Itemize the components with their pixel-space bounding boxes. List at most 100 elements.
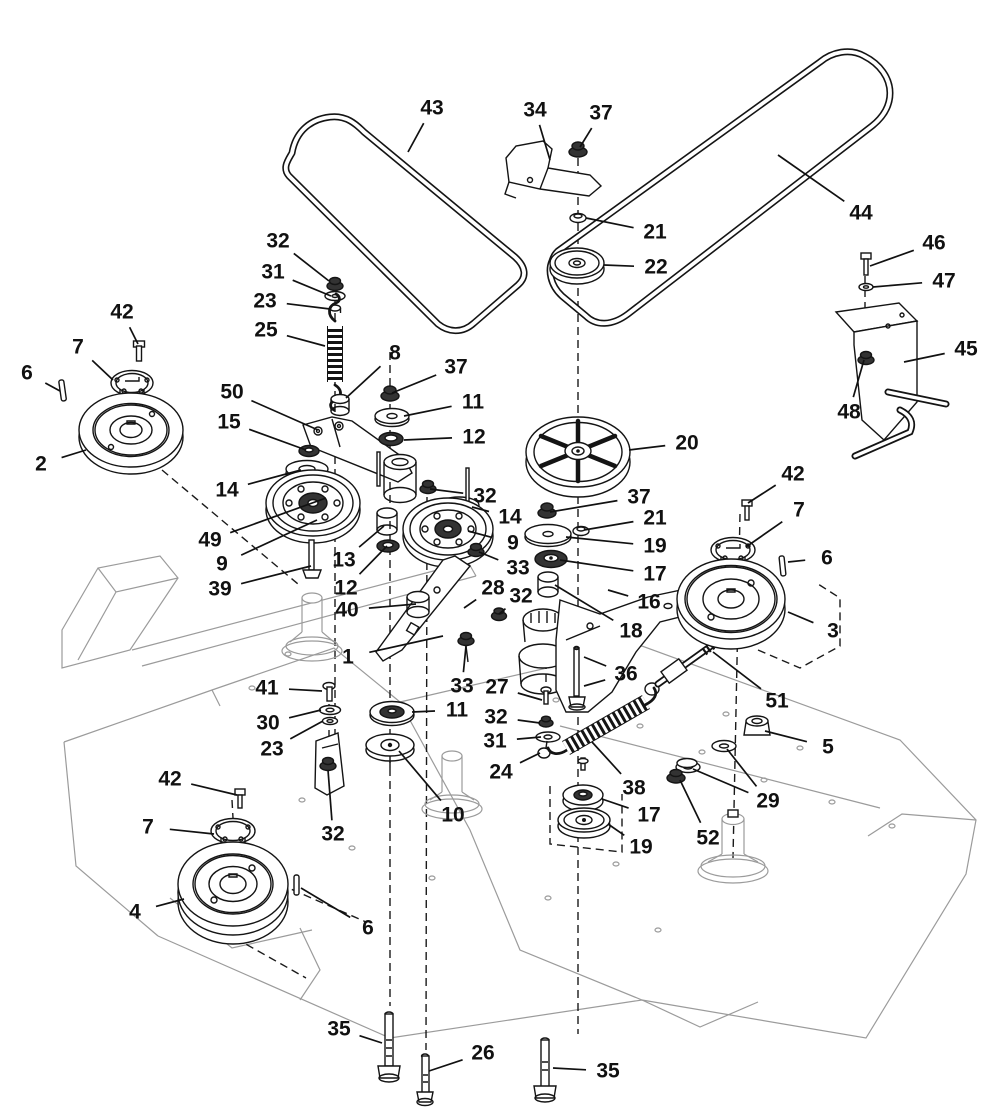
leader-line-35 <box>359 1034 383 1044</box>
callout-number-6: 6 <box>21 362 33 385</box>
callout-number-7: 7 <box>142 816 154 839</box>
callout-number-2: 2 <box>35 453 47 476</box>
leader-line-13 <box>358 525 385 548</box>
leader-line-23 <box>289 720 324 740</box>
callout-number-37: 37 <box>589 102 612 125</box>
callout-number-25: 25 <box>254 319 278 342</box>
spindle-towers <box>281 592 769 884</box>
callout-number-6: 6 <box>821 547 833 570</box>
leader-line-31 <box>516 736 542 740</box>
spacer-18 <box>537 571 559 598</box>
pulley-9-right-stack <box>402 467 494 568</box>
leader-line-14 <box>471 506 490 513</box>
callout-number-26: 26 <box>471 1042 494 1065</box>
leader-line-17 <box>559 559 634 572</box>
leader-line-50 <box>251 399 319 431</box>
callout-number-21: 21 <box>643 507 667 530</box>
leader-line-36 <box>583 656 607 667</box>
bushing-8 <box>330 393 350 417</box>
washer-31 <box>324 290 346 302</box>
leader-line-33 <box>478 551 499 561</box>
leader-line-3 <box>787 611 814 624</box>
leader-line-27 <box>517 692 543 701</box>
pulley-3 <box>676 558 786 650</box>
leader-line-49 <box>229 497 327 534</box>
callout-number-39: 39 <box>208 578 231 601</box>
washer-52b <box>676 757 698 769</box>
lower-idler-pulleys <box>557 757 611 839</box>
callout-number-7: 7 <box>72 336 84 359</box>
washer-19 <box>524 523 572 545</box>
callout-number-9: 9 <box>216 553 228 576</box>
pulley-2 <box>78 392 184 475</box>
callout-number-7: 7 <box>793 499 805 522</box>
leader-line-6 <box>44 382 61 392</box>
leader-line-43 <box>407 122 425 153</box>
left-pulley-assembly <box>58 340 184 475</box>
leader-line-1 <box>369 635 444 654</box>
callout-number-10: 10 <box>441 804 464 827</box>
callout-number-46: 46 <box>922 232 945 255</box>
callout-number-28: 28 <box>481 577 505 600</box>
idler-pulley-22 <box>549 247 605 285</box>
leader-line-37 <box>391 374 437 394</box>
callout-number-27: 27 <box>485 676 508 699</box>
leader-line-8 <box>345 365 382 399</box>
callout-number-32: 32 <box>484 706 507 729</box>
callout-number-44: 44 <box>849 202 873 225</box>
idler-20-hardware-stack <box>524 502 590 598</box>
bolt-35-left <box>377 1011 401 1083</box>
spring-25-assembly <box>324 276 350 417</box>
leader-line-36 <box>583 679 606 687</box>
leader-line-31 <box>292 279 332 297</box>
callout-number-32: 32 <box>473 485 496 508</box>
leader-line-19 <box>565 536 634 545</box>
leader-line-32 <box>327 769 333 821</box>
callout-number-40: 40 <box>335 599 358 622</box>
callout-number-29: 29 <box>756 790 779 813</box>
leader-line-42 <box>747 484 777 504</box>
callout-number-15: 15 <box>217 411 241 434</box>
bolt-39 <box>301 539 323 579</box>
leader-line-37 <box>549 499 618 513</box>
callout-number-16: 16 <box>637 591 660 614</box>
leader-line-32 <box>517 719 541 724</box>
washer-47 <box>858 282 874 292</box>
leader-line-15 <box>248 428 307 451</box>
mower-deck-outline <box>61 555 977 1039</box>
leader-line-32 <box>429 488 464 495</box>
callout-number-12: 12 <box>462 426 485 449</box>
callout-number-45: 45 <box>954 338 978 361</box>
callout-number-9: 9 <box>507 532 519 555</box>
callout-number-47: 47 <box>932 270 955 293</box>
callout-number-19: 19 <box>629 836 652 859</box>
leader-line-41 <box>288 688 323 692</box>
leader-line-28 <box>463 598 477 609</box>
callout-number-5: 5 <box>822 736 834 759</box>
bottom-pulley-assembly <box>177 788 300 945</box>
bushing-40 <box>406 590 430 619</box>
leader-line-6 <box>787 559 806 563</box>
leader-line-25 <box>286 334 326 347</box>
leader-line-51 <box>712 651 762 690</box>
center-hardware-column <box>374 385 417 553</box>
callout-number-6: 6 <box>362 917 374 940</box>
callout-number-14: 14 <box>215 479 239 502</box>
callout-number-11: 11 <box>462 391 485 414</box>
callout-number-36: 36 <box>614 663 637 686</box>
leader-line-16 <box>607 589 629 597</box>
callout-number-17: 17 <box>643 563 666 586</box>
leader-line-23 <box>286 302 331 310</box>
bushing-large <box>383 453 417 504</box>
leader-line-29 <box>692 768 749 794</box>
callout-number-51: 51 <box>765 690 789 713</box>
callout-number-19: 19 <box>643 535 666 558</box>
callout-number-3: 3 <box>827 620 839 643</box>
leader-line-14 <box>247 469 302 486</box>
leader-line-46 <box>869 249 915 267</box>
leader-line-17 <box>601 798 629 809</box>
leader-line-4 <box>155 898 185 908</box>
callout-number-48: 48 <box>837 401 861 424</box>
leader-line-32 <box>498 607 507 615</box>
